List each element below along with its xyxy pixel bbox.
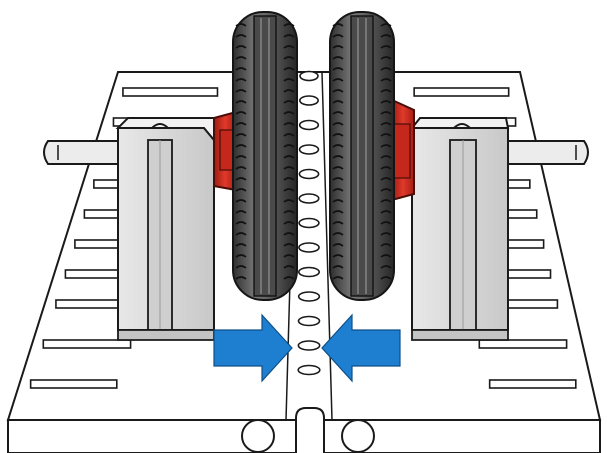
tread-block (332, 122, 392, 126)
rail-hole (299, 70, 319, 82)
tread-center (350, 15, 374, 297)
right-wheel (329, 11, 395, 301)
tread-block (235, 254, 295, 258)
tread-block (235, 166, 295, 170)
tread-block (332, 210, 392, 214)
center-rail (285, 70, 333, 421)
tread-block (332, 155, 392, 159)
tread-block (332, 144, 392, 148)
tread-block (235, 34, 295, 38)
tread-block (235, 56, 295, 60)
center-clamp (295, 407, 325, 453)
rail-hole (298, 144, 320, 155)
tread-center (253, 15, 277, 297)
right-pin (341, 419, 375, 453)
rail-hole (298, 193, 320, 204)
rail-hole (298, 168, 320, 180)
left-wheel (232, 11, 298, 301)
rail-hole (297, 340, 321, 351)
tread-block (235, 67, 295, 71)
rail-hole (298, 119, 320, 131)
tread-block (235, 232, 295, 236)
left-arrow (213, 313, 293, 383)
tread-block (332, 89, 392, 93)
tread-block (235, 122, 295, 126)
tread-block (235, 199, 295, 203)
rail-hole (297, 266, 320, 278)
tread-block (332, 265, 392, 269)
tread-block (332, 232, 392, 236)
rail-hole (297, 291, 321, 302)
tread-block (235, 133, 295, 137)
tread-block (332, 45, 392, 49)
rail-hole (298, 217, 320, 229)
tread-block (332, 133, 392, 137)
tread-block (332, 188, 392, 192)
tread-block (332, 177, 392, 181)
tread-block (332, 166, 392, 170)
tread-block (332, 243, 392, 247)
tread-block (235, 45, 295, 49)
front-fixture (241, 407, 375, 453)
tread-block (332, 254, 392, 258)
tread-block (235, 276, 295, 280)
tread-block (235, 144, 295, 148)
tread-block (332, 56, 392, 60)
tread-block (235, 243, 295, 247)
rail-hole (298, 242, 320, 253)
tread-block (332, 100, 392, 104)
right-hub (391, 98, 415, 202)
bed-slot (488, 379, 577, 389)
bed-slot (413, 87, 510, 97)
tread-block (332, 67, 392, 71)
tread-block (235, 78, 295, 82)
bed-slot (478, 339, 568, 349)
tread-block (332, 276, 392, 280)
bed-slot (42, 339, 132, 349)
tread-block (235, 188, 295, 192)
bed-slot (29, 379, 118, 389)
tread-block (332, 199, 392, 203)
tread-block (235, 210, 295, 214)
bed-slot (122, 87, 219, 97)
tread-block (332, 221, 392, 225)
tread-block (235, 221, 295, 225)
rail-hole (297, 364, 321, 376)
tread-block (332, 111, 392, 115)
tread-block (235, 100, 295, 104)
rail-holes (297, 70, 321, 376)
right-support-block (409, 117, 510, 341)
tread-block (235, 23, 295, 27)
tread-block (235, 111, 295, 115)
tread-block (332, 23, 392, 27)
tread-block (332, 34, 392, 38)
left-pin (241, 419, 275, 453)
tread-block (235, 265, 295, 269)
tread-block (332, 78, 392, 82)
tread-block (235, 177, 295, 181)
rail-hole (297, 315, 321, 327)
rail-hole (299, 95, 319, 106)
tread-block (235, 89, 295, 93)
tread-block (235, 155, 295, 159)
left-support-block (115, 117, 215, 341)
right-arrow (321, 313, 401, 383)
